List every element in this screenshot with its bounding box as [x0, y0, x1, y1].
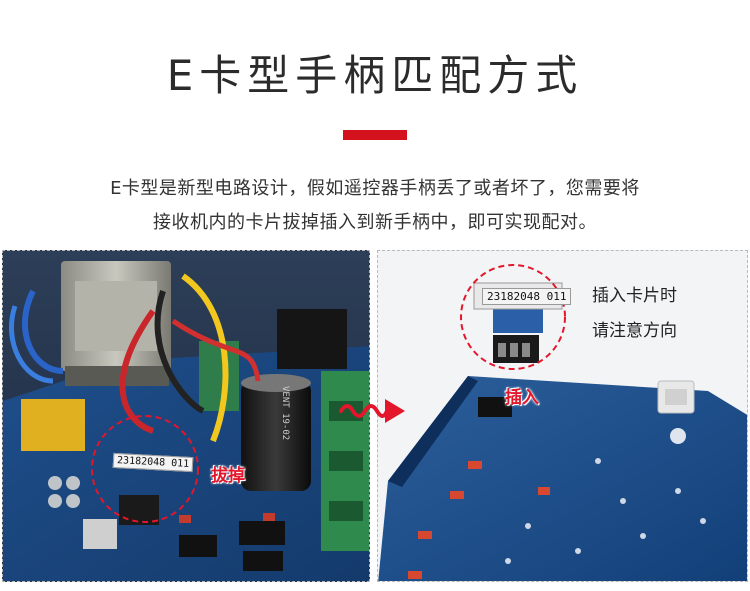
note-line-2: 请注意方向	[592, 321, 677, 341]
description-line-1: E卡型是新型电路设计，假如遥控器手柄丢了或者坏了，您需要将	[110, 178, 640, 199]
insert-label: 插入	[505, 388, 539, 408]
handheld-board-photo: 23182048 011	[377, 250, 748, 582]
title-underline	[343, 130, 407, 140]
description-line-2: 接收机内的卡片拔掉插入到新手柄中，即可实现配对。	[153, 212, 597, 233]
receiver-board-illustration	[3, 251, 369, 581]
capacitor-marking: VENT 19-02	[280, 386, 290, 441]
squiggle-arrow-right-icon	[339, 399, 405, 423]
note-line-1: 插入卡片时	[592, 286, 677, 306]
handheld-board-illustration	[378, 251, 747, 581]
receiver-board-photo: 23182048 011	[2, 250, 370, 582]
page-title: E卡型手柄匹配方式	[166, 51, 584, 100]
remove-label: 拔掉	[211, 466, 245, 486]
right-card-code: 23182048 011	[482, 288, 572, 305]
